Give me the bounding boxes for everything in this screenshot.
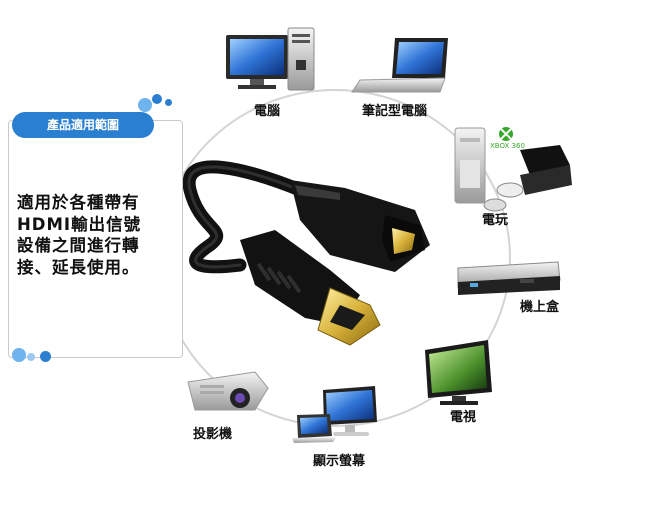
info-line: 適用於各種帶有 [17, 193, 140, 212]
info-line: HDMI輸出信號 [17, 214, 142, 234]
label-settopbox: 機上盒 [520, 300, 560, 315]
tv-illustration [425, 340, 492, 405]
desktop-computer-illustration [226, 27, 315, 91]
label-tv: 電視 [450, 410, 477, 425]
info-panel-tag: 產品適用範圍 [12, 112, 154, 138]
projector-illustration [187, 371, 269, 411]
label-desktop: 電腦 [254, 104, 281, 119]
decor-dot [165, 99, 172, 106]
decor-dot [138, 98, 152, 112]
label-laptop: 筆記型電腦 [362, 104, 428, 119]
hdmi-cable [182, 160, 307, 274]
decor-dot [27, 353, 35, 361]
label-monitor: 顯示螢幕 [313, 454, 366, 469]
laptop-illustration [351, 38, 448, 93]
monitor-illustration [292, 386, 377, 443]
xbox-badge: XBOX 360 [490, 142, 525, 150]
info-panel-body: 適用於各種帶有 HDMI輸出信號 設備之間進行轉 接、延長使用。 [17, 192, 177, 278]
label-console: 電玩 [482, 213, 509, 228]
decor-dot [12, 348, 26, 362]
decor-dot [40, 351, 51, 362]
info-line: 接、延長使用。 [17, 257, 140, 277]
info-line: 設備之間進行轉 [17, 236, 140, 255]
game-console-illustration [454, 127, 572, 212]
info-panel [8, 120, 183, 358]
label-projector: 投影機 [193, 427, 233, 442]
decor-dot [152, 94, 162, 104]
hdmi-male-plug [240, 230, 381, 346]
hdmi-female-connector [290, 180, 430, 272]
set-top-box-illustration [457, 261, 561, 295]
